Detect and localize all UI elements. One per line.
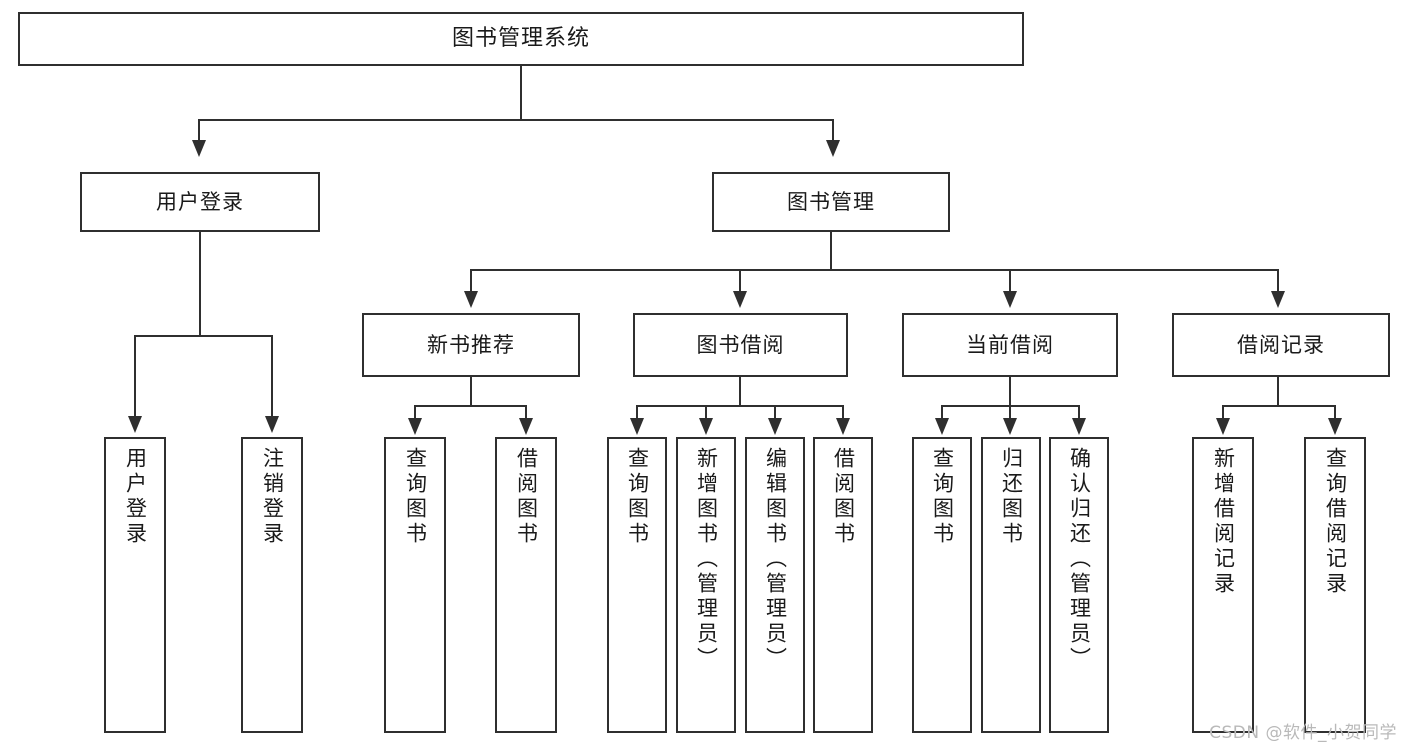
node-label: 归还图书 — [999, 447, 1024, 547]
connector-user-login-child-1 — [134, 335, 136, 418]
connector-to-new-book-recommend — [470, 269, 472, 293]
node-label: 新增图书（管理员） — [694, 447, 719, 672]
leaf-query-book-borrow[interactable]: 查询图书 — [607, 437, 667, 733]
connector-book-management-stem — [830, 232, 832, 270]
connector-br-child-1 — [1222, 405, 1224, 420]
connector-user-login-bar — [134, 335, 272, 337]
connector-book-borrow-stem — [739, 377, 741, 406]
connector-current-borrow-stem — [1009, 377, 1011, 406]
leaf-borrow-book[interactable]: 借阅图书 — [813, 437, 873, 733]
connector-to-borrow-record — [1277, 269, 1279, 293]
node-book-borrow[interactable]: 图书借阅 — [633, 313, 848, 377]
connector-new-book-recommend-bar — [414, 405, 527, 407]
connector-bb-child-1 — [636, 405, 638, 420]
node-label: 编辑图书（管理员） — [763, 447, 788, 672]
arrowhead-to-new-book-recommend — [464, 291, 478, 308]
connector-new-book-recommend-stem — [470, 377, 472, 406]
connector-book-borrow-bar — [636, 405, 843, 407]
leaf-query-book-current[interactable]: 查询图书 — [912, 437, 972, 733]
arrowhead-bb-child-1 — [630, 418, 644, 435]
connector-nbr-child-2 — [525, 405, 527, 420]
connector-cb-child-3 — [1078, 405, 1080, 420]
leaf-add-book-admin[interactable]: 新增图书（管理员） — [676, 437, 736, 733]
arrowhead-cb-child-1 — [935, 418, 949, 435]
arrowhead-to-book-borrow — [733, 291, 747, 308]
leaf-user-login[interactable]: 用户登录 — [104, 437, 166, 733]
arrowhead-user-login-child-2 — [265, 416, 279, 433]
connector-user-login-child-2 — [271, 335, 273, 418]
connector-to-book-management — [832, 119, 834, 142]
node-label: 用户登录 — [156, 189, 244, 214]
arrowhead-bb-child-3 — [768, 418, 782, 435]
node-label: 确认归还（管理员） — [1067, 447, 1092, 672]
connector-borrow-record-stem — [1277, 377, 1279, 406]
arrowhead-br-child-1 — [1216, 418, 1230, 435]
arrowhead-nbr-child-2 — [519, 418, 533, 435]
arrowhead-user-login-child-1 — [128, 416, 142, 433]
node-borrow-record[interactable]: 借阅记录 — [1172, 313, 1390, 377]
leaf-borrow-book-recommend[interactable]: 借阅图书 — [495, 437, 557, 733]
arrowhead-cb-child-2 — [1003, 418, 1017, 435]
node-user-login[interactable]: 用户登录 — [80, 172, 320, 232]
node-label: 查询图书 — [625, 447, 650, 547]
connector-user-login-stem — [199, 232, 201, 336]
arrowhead-nbr-child-1 — [408, 418, 422, 435]
connector-to-current-borrow — [1009, 269, 1011, 293]
connector-cb-child-1 — [941, 405, 943, 420]
node-new-book-recommend[interactable]: 新书推荐 — [362, 313, 580, 377]
node-label: 借阅图书 — [514, 447, 539, 547]
connector-to-book-borrow — [739, 269, 741, 293]
connector-level2-bar — [198, 119, 834, 121]
connector-nbr-child-1 — [414, 405, 416, 420]
arrowhead-to-current-borrow — [1003, 291, 1017, 308]
node-book-management[interactable]: 图书管理 — [712, 172, 950, 232]
arrowhead-to-user-login — [192, 140, 206, 157]
connector-bb-child-3 — [774, 405, 776, 420]
arrowhead-to-book-management — [826, 140, 840, 157]
arrowhead-to-borrow-record — [1271, 291, 1285, 308]
node-label: 用户登录 — [123, 447, 148, 547]
leaf-confirm-return-admin[interactable]: 确认归还（管理员） — [1049, 437, 1109, 733]
node-label: 新增借阅记录 — [1211, 447, 1236, 597]
connector-bb-child-2 — [705, 405, 707, 420]
node-label: 查询图书 — [930, 447, 955, 547]
leaf-edit-book-admin[interactable]: 编辑图书（管理员） — [745, 437, 805, 733]
node-label: 借阅记录 — [1237, 332, 1325, 357]
node-label: 图书管理系统 — [451, 26, 590, 52]
node-label: 图书借阅 — [696, 332, 785, 357]
arrowhead-br-child-2 — [1328, 418, 1342, 435]
connector-cb-child-2 — [1009, 405, 1011, 420]
leaf-add-borrow-record[interactable]: 新增借阅记录 — [1192, 437, 1254, 733]
node-current-borrow[interactable]: 当前借阅 — [902, 313, 1118, 377]
arrowhead-cb-child-3 — [1072, 418, 1086, 435]
connector-bb-child-4 — [842, 405, 844, 420]
arrowhead-bb-child-4 — [836, 418, 850, 435]
node-label: 注销登录 — [260, 447, 285, 547]
connector-level3-bar — [470, 269, 1278, 271]
leaf-query-book-recommend[interactable]: 查询图书 — [384, 437, 446, 733]
connector-borrow-record-bar — [1222, 405, 1336, 407]
leaf-query-borrow-record[interactable]: 查询借阅记录 — [1304, 437, 1366, 733]
node-label: 当前借阅 — [966, 332, 1054, 357]
connector-root-stem — [520, 66, 522, 120]
node-label: 查询借阅记录 — [1323, 447, 1348, 597]
node-label: 借阅图书 — [831, 447, 856, 547]
leaf-logout[interactable]: 注销登录 — [241, 437, 303, 733]
node-label: 查询图书 — [403, 447, 428, 547]
connector-br-child-2 — [1334, 405, 1336, 420]
node-root-book-management-system[interactable]: 图书管理系统 — [18, 12, 1024, 66]
leaf-return-book[interactable]: 归还图书 — [981, 437, 1041, 733]
connector-to-user-login — [198, 119, 200, 142]
node-label: 新书推荐 — [427, 332, 515, 357]
node-label: 图书管理 — [787, 189, 875, 214]
arrowhead-bb-child-2 — [699, 418, 713, 435]
